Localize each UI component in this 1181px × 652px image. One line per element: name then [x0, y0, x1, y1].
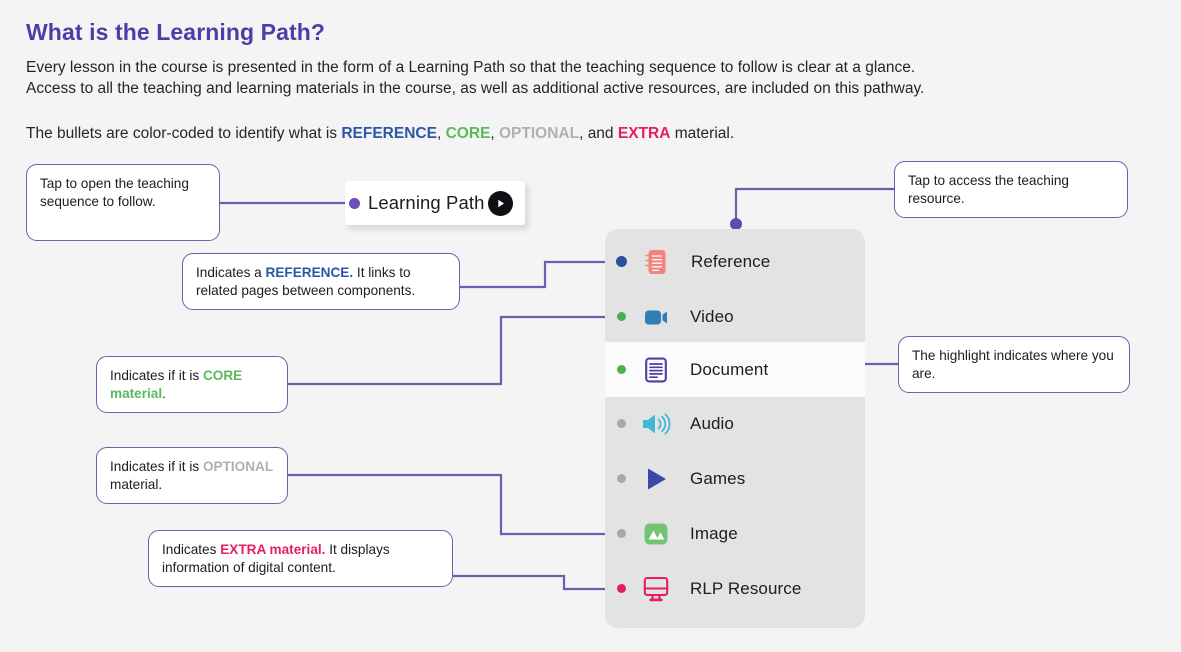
- legend-sentence: The bullets are color-coded to identify …: [26, 123, 734, 144]
- callout-optional-keyword: OPTIONAL: [202, 459, 274, 474]
- resource-label-image: Image: [690, 523, 738, 543]
- callout-core-rest: .: [162, 386, 166, 401]
- speaker-icon: [640, 408, 672, 440]
- callout-core-lead: Indicates if it is: [110, 368, 203, 383]
- resource-row-games[interactable]: Games: [605, 451, 865, 506]
- callout-optional-lead: Indicates if it is: [110, 459, 203, 474]
- legend-sep-3: , and: [579, 125, 618, 142]
- callout-extra: Indicates EXTRA material. It displays in…: [148, 530, 453, 587]
- learning-path-label: Learning Path: [368, 192, 485, 213]
- bullet-audio-icon: [617, 419, 626, 428]
- callout-extra-keyword: EXTRA material.: [220, 542, 326, 557]
- callout-core-keyword: CORE material: [110, 368, 243, 401]
- legend-keyword-extra: EXTRA: [617, 125, 671, 142]
- resource-label-document: Document: [690, 359, 769, 379]
- picture-icon: [640, 518, 672, 550]
- legend-sep-1: ,: [436, 125, 446, 142]
- play-triangle-icon: [640, 463, 672, 495]
- resource-panel: Reference Video: [605, 229, 865, 628]
- resource-row-rlp-resource[interactable]: RLP Resource: [605, 561, 865, 616]
- bullet-document-icon: [617, 365, 626, 374]
- play-circle-icon[interactable]: [488, 190, 513, 216]
- document-icon: [640, 354, 672, 386]
- resource-row-video[interactable]: Video: [605, 289, 865, 344]
- callout-reference: Indicates a REFERENCE. It links to relat…: [182, 253, 460, 310]
- page-title: What is the Learning Path?: [26, 19, 326, 45]
- connector-core: [286, 315, 616, 386]
- bullet-video-icon: [617, 312, 626, 321]
- learning-path-bullet-icon: [349, 197, 360, 209]
- callout-reference-lead: Indicates a: [196, 265, 266, 280]
- legend-keyword-core: CORE: [445, 125, 491, 142]
- connector-extra: [451, 574, 616, 591]
- legend-keyword-reference: REFERENCE: [341, 125, 437, 142]
- legend-keyword-optional: OPTIONAL: [498, 125, 580, 142]
- callout-core: Indicates if it is CORE material.: [96, 356, 288, 413]
- monitor-icon: [640, 573, 672, 605]
- callout-optional: Indicates if it is OPTIONAL material.: [96, 447, 288, 504]
- connector-reference: [458, 260, 616, 289]
- callout-tap-to-access: Tap to access the teaching resource.: [894, 161, 1128, 218]
- callout-optional-rest: material.: [110, 477, 163, 492]
- callout-reference-rest: It links to related pages between compon…: [196, 265, 416, 298]
- callout-reference-keyword: REFERENCE.: [265, 265, 354, 280]
- resource-row-audio[interactable]: Audio: [605, 396, 865, 451]
- legend-prefix: The bullets are color-coded to identify …: [26, 125, 342, 142]
- intro-line-1: Every lesson in the course is presented …: [26, 59, 916, 76]
- resource-label-audio: Audio: [690, 413, 734, 433]
- bullet-games-icon: [617, 474, 626, 483]
- resource-label-video: Video: [690, 306, 734, 326]
- connector-access-to-panel-top: [734, 187, 896, 224]
- bullet-image-icon: [617, 529, 626, 538]
- intro-line-2: Access to all the teaching and learning …: [26, 80, 925, 97]
- learning-path-card[interactable]: Learning Path: [345, 181, 525, 225]
- resource-row-document[interactable]: Document: [605, 342, 865, 397]
- callout-open-text: Tap to open the teaching sequence to fol…: [40, 176, 189, 209]
- resource-label-rlp-resource: RLP Resource: [690, 578, 802, 598]
- bullet-reference-icon: [616, 256, 627, 267]
- resource-row-reference[interactable]: Reference: [605, 234, 865, 289]
- intro-paragraph: Every lesson in the course is presented …: [26, 57, 1136, 99]
- connector-optional: [286, 473, 616, 536]
- callout-highlight-location: The highlight indicates where you are.: [898, 336, 1130, 393]
- legend-sep-2: ,: [490, 125, 499, 142]
- callout-extra-rest: It displays information of digital conte…: [162, 542, 390, 575]
- callout-extra-lead: Indicates: [162, 542, 221, 557]
- legend-suffix: material.: [670, 125, 735, 142]
- callout-tap-to-open: Tap to open the teaching sequence to fol…: [26, 164, 220, 241]
- camcorder-icon: [640, 301, 672, 333]
- resource-label-reference: Reference: [691, 251, 771, 271]
- callout-highlight-text: The highlight indicates where you are.: [912, 348, 1114, 381]
- notebook-icon: [641, 246, 673, 278]
- callout-access-text: Tap to access the teaching resource.: [908, 173, 1069, 206]
- resource-label-games: Games: [690, 468, 746, 488]
- resource-row-image[interactable]: Image: [605, 506, 865, 561]
- bullet-rlp-resource-icon: [617, 584, 626, 593]
